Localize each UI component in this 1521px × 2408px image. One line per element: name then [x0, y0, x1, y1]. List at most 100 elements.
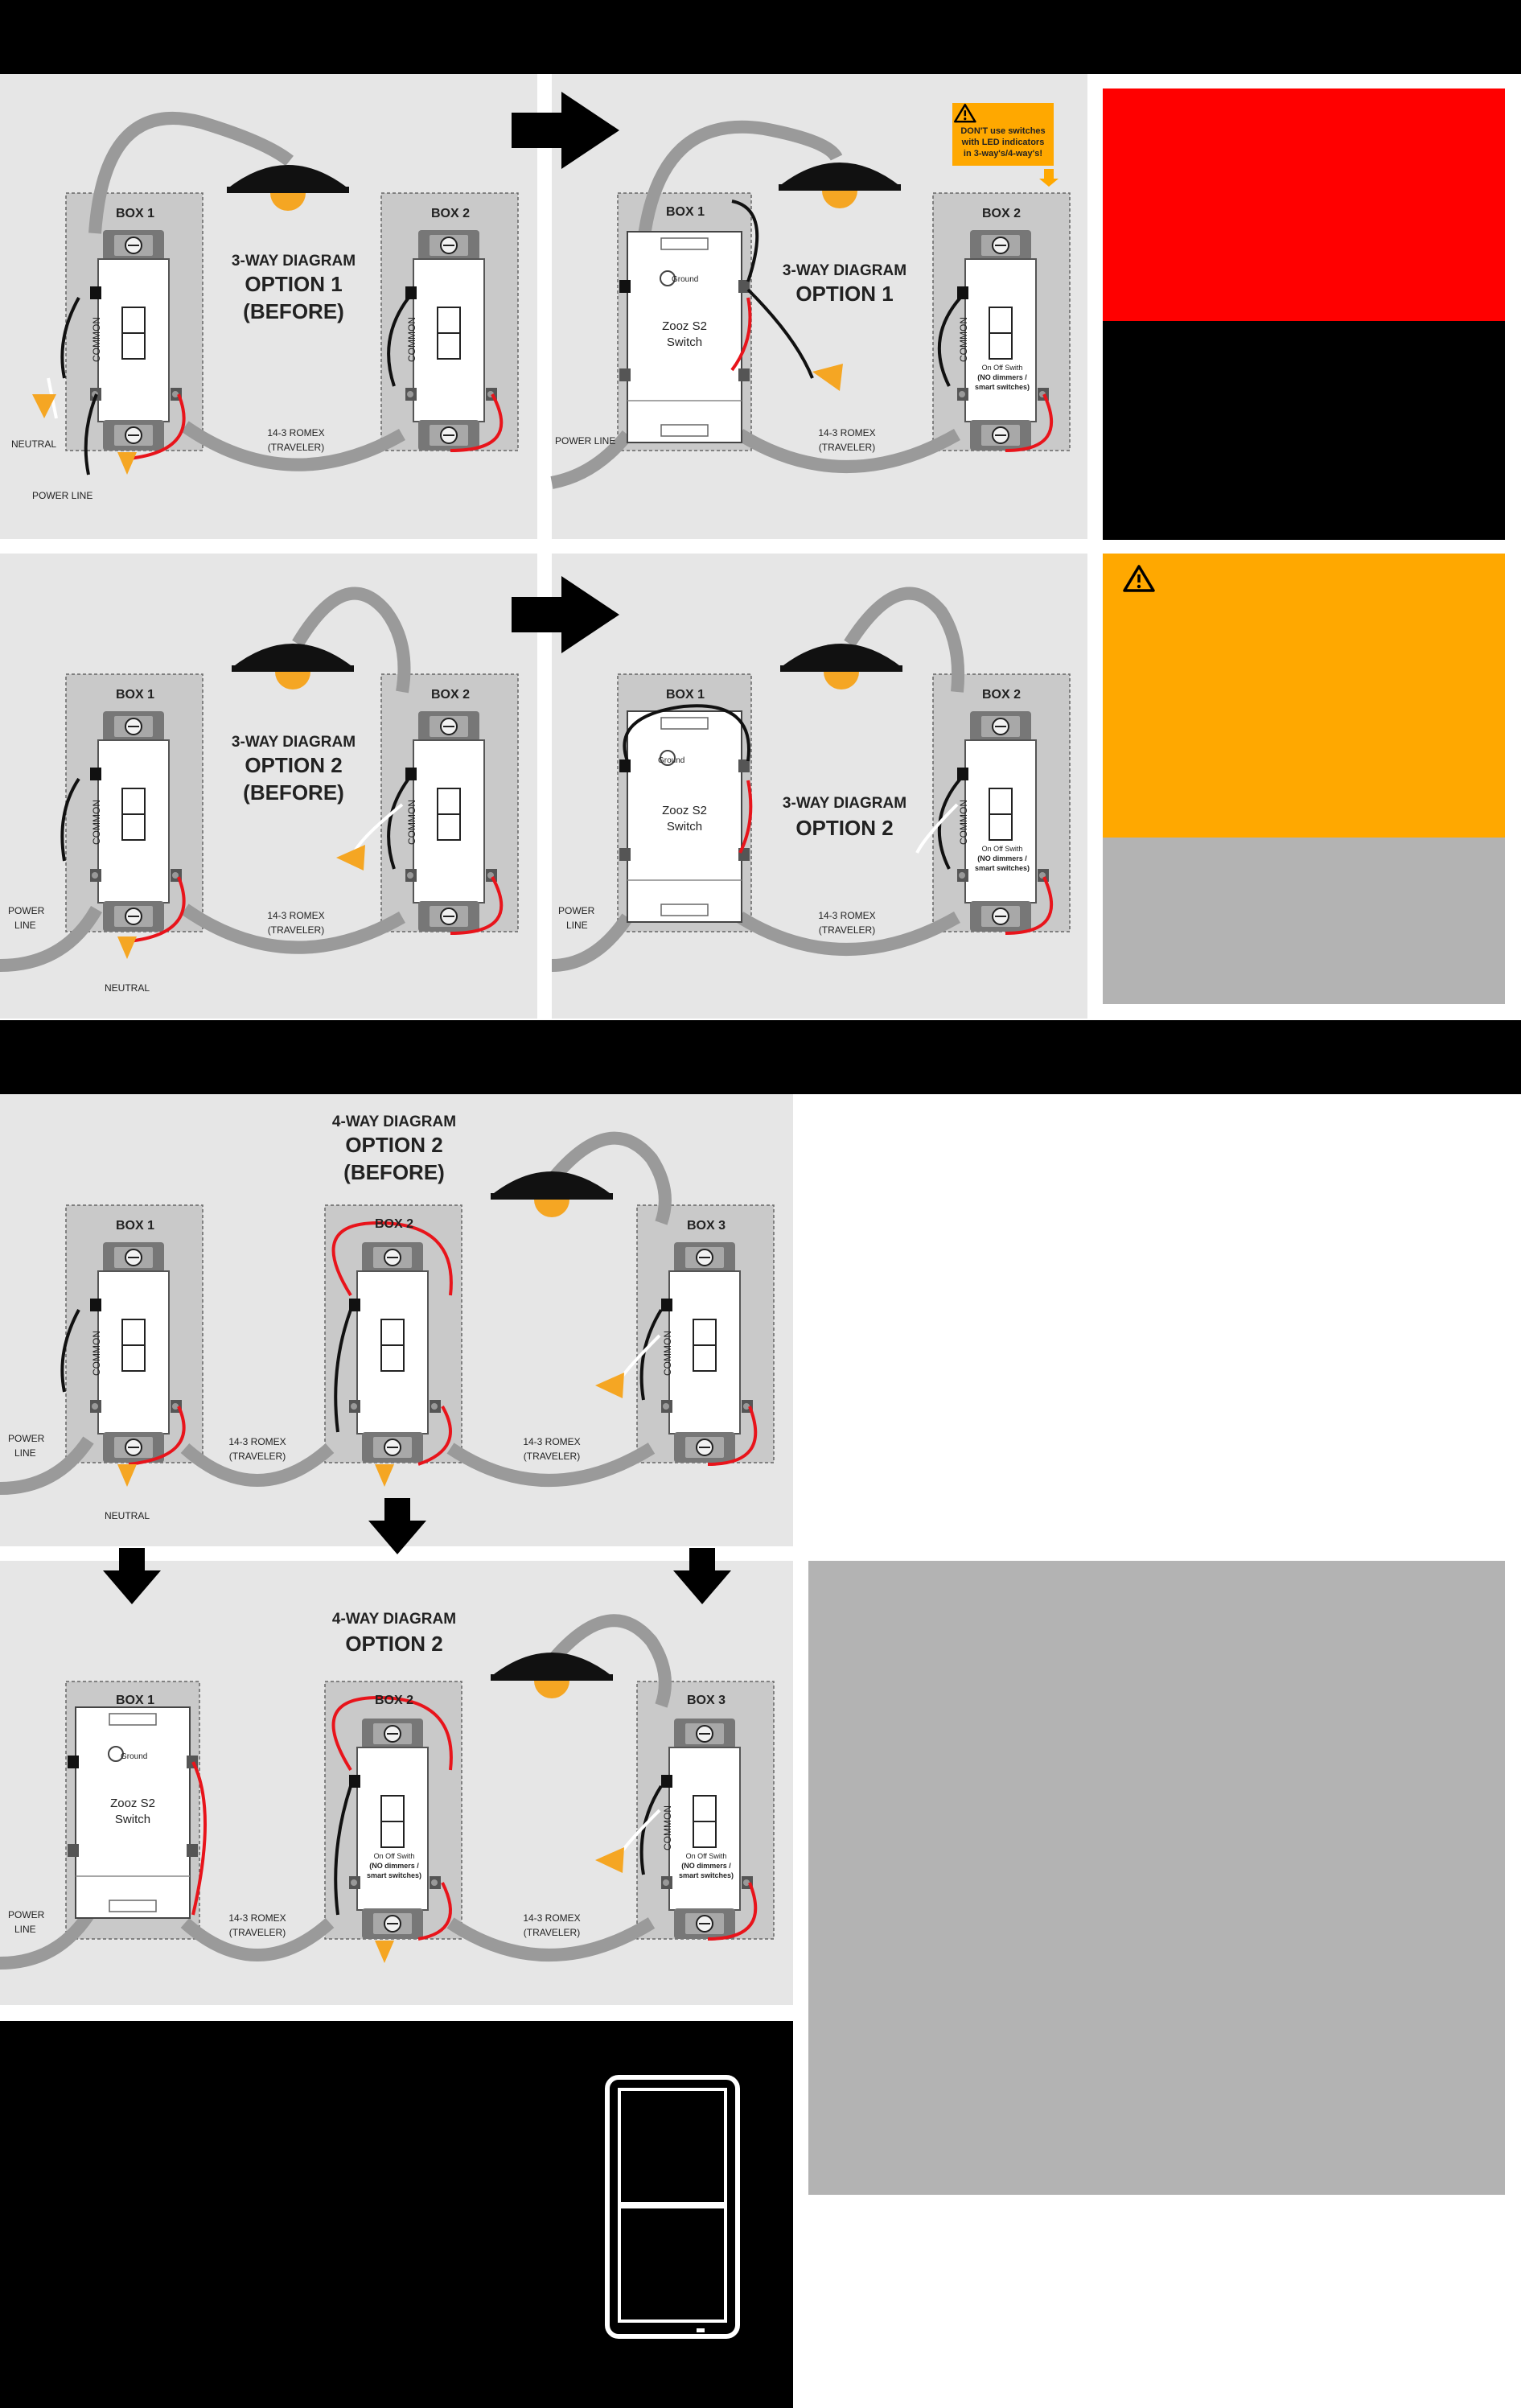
panel-title-line1: 4-WAY DIAGRAM: [332, 1611, 456, 1628]
bottom-black-block: [0, 2021, 793, 2408]
power-label: POWER: [8, 1909, 45, 1920]
romex-label: 14-3 ROMEX: [228, 1436, 286, 1447]
power-line-label: POWER LINE: [32, 490, 92, 501]
panel-title-line1: 3-WAY DIAGRAM: [783, 262, 906, 279]
neutral-label: NEUTRAL: [105, 1510, 150, 1521]
romex-label: 14-3 ROMEX: [267, 427, 324, 438]
diagram-4way-opt2-after: BOX 1 BOX 2 BOX 3 4-WAY DIAGRAM OPTION 2…: [0, 1611, 775, 1970]
right-arrow-icon: [512, 92, 619, 169]
neutral-label: NEUTRAL: [11, 438, 56, 450]
diagram-3way-opt2-before: BOX 1 BOX 2 3-WAY DIAGRAM OPTION 2 (BEFO…: [0, 587, 519, 994]
romex-label: 14-3 ROMEX: [818, 427, 875, 438]
romex-label: 14-3 ROMEX: [818, 910, 875, 921]
traveler-label: (TRAVELER): [819, 924, 875, 936]
common-label: COMMON: [958, 317, 969, 362]
common-label: COMMON: [91, 800, 102, 845]
alert-black-block: [1103, 321, 1505, 540]
romex-label: 14-3 ROMEX: [523, 1912, 580, 1924]
line-label: LINE: [566, 920, 588, 931]
traveler-label: (TRAVELER): [524, 1451, 580, 1462]
alert-red-block: [1103, 88, 1505, 321]
panel-title-line1: 3-WAY DIAGRAM: [232, 253, 356, 270]
panel-title-line3: (BEFORE): [343, 1160, 445, 1184]
panel-title-line3: (BEFORE): [243, 780, 344, 805]
panel-title-line2: OPTION 2: [795, 816, 893, 840]
smart-switches-label: smart switches): [679, 1871, 734, 1879]
common-label: COMMON: [662, 1805, 673, 1850]
romex-label: 14-3 ROMEX: [523, 1436, 580, 1447]
panel-title-line2: OPTION 1: [795, 282, 893, 306]
no-dimmers-label: (NO dimmers /: [977, 854, 1027, 862]
onoff-label: On Off Swith: [982, 364, 1023, 372]
ground-label: Ground: [658, 756, 684, 765]
romex-label: 14-3 ROMEX: [267, 910, 324, 921]
power-line-label: POWER LINE: [555, 435, 615, 447]
smart-switches-label: smart switches): [367, 1871, 421, 1879]
traveler-label: (TRAVELER): [229, 1451, 286, 1462]
box1-label: BOX 1: [116, 207, 154, 220]
box2-label: BOX 2: [431, 207, 470, 220]
traveler-label: (TRAVELER): [819, 442, 875, 453]
diagram-4way-opt2-before: BOX 1 BOX 2 BOX 3 4-WAY DIAGRAM OPTION 2…: [0, 1113, 775, 1521]
warning-callout-line3: in 3-way's/4-way's!: [964, 149, 1042, 158]
common-label: COMMON: [91, 1331, 102, 1376]
traveler-label: (TRAVELER): [524, 1927, 580, 1938]
box1-label: BOX 1: [116, 1694, 154, 1707]
no-dimmers-label: (NO dimmers /: [681, 1862, 731, 1870]
no-dimmers-label: (NO dimmers /: [977, 373, 1027, 381]
zooz-label-line1: Zooz S2: [110, 1797, 155, 1810]
smart-switches-label: smart switches): [975, 864, 1030, 872]
section-divider-bar: [0, 1020, 1521, 1094]
common-label: COMMON: [406, 800, 417, 845]
smart-switches-label: smart switches): [975, 383, 1030, 391]
romex-label: 14-3 ROMEX: [228, 1912, 286, 1924]
panel-title-line2: OPTION 1: [245, 272, 342, 296]
box2-label: BOX 2: [431, 688, 470, 702]
zooz-label-line2: Switch: [667, 335, 702, 349]
box1-label: BOX 1: [666, 205, 705, 219]
side-gray-block: [1103, 838, 1505, 1004]
line-label: LINE: [14, 1924, 36, 1935]
diagram-3way-opt1-after: DON'T use switches with LED indicators i…: [550, 103, 1071, 489]
warning-callout-line1: DON'T use switches: [960, 126, 1045, 136]
zooz-label-line1: Zooz S2: [662, 319, 707, 333]
panel-title-line2: OPTION 2: [245, 753, 342, 777]
warning-orange-block: [1103, 554, 1505, 838]
onoff-label: On Off Swith: [982, 845, 1023, 853]
traveler-label: (TRAVELER): [268, 442, 324, 453]
top-header-bar: [0, 0, 1521, 74]
panel-title-line3: (BEFORE): [243, 299, 344, 323]
box3-label: BOX 3: [687, 1694, 726, 1707]
onoff-label: On Off Swith: [374, 1852, 415, 1860]
warning-callout-line2: with LED indicators: [961, 138, 1045, 147]
ground-label: Ground: [121, 1752, 147, 1761]
box3-label: BOX 3: [687, 1219, 726, 1233]
box1-label: BOX 1: [666, 688, 705, 702]
panel-title-line1: 4-WAY DIAGRAM: [332, 1113, 456, 1130]
panel-title-line2: OPTION 2: [345, 1632, 442, 1656]
box1-label: BOX 1: [116, 1219, 154, 1233]
line-label: LINE: [14, 920, 36, 931]
line-label: LINE: [14, 1447, 36, 1459]
diagram-3way-opt2-after: BOX 1 BOX 2 3-WAY DIAGRAM OPTION 2 Zooz …: [551, 587, 1071, 972]
neutral-label: NEUTRAL: [105, 982, 150, 994]
onoff-label: On Off Swith: [686, 1852, 727, 1860]
ground-label: Ground: [672, 275, 698, 284]
box1-label: BOX 1: [116, 688, 154, 702]
panel-title-line1: 3-WAY DIAGRAM: [783, 795, 906, 812]
common-label: COMMON: [406, 317, 417, 362]
zooz-label-line1: Zooz S2: [662, 804, 707, 817]
box2-label: BOX 2: [982, 207, 1021, 220]
common-label: COMMON: [91, 317, 102, 362]
power-label: POWER: [558, 905, 595, 916]
traveler-label: (TRAVELER): [268, 924, 324, 936]
traveler-label: (TRAVELER): [229, 1927, 286, 1938]
power-label: POWER: [8, 1433, 45, 1444]
switch-product-icon: [605, 2075, 740, 2339]
zooz-label-line2: Switch: [667, 820, 702, 834]
common-label: COMMON: [958, 800, 969, 845]
box2-label: BOX 2: [375, 1217, 413, 1231]
box2-label: BOX 2: [375, 1694, 413, 1707]
zooz-label-line2: Switch: [115, 1813, 150, 1826]
